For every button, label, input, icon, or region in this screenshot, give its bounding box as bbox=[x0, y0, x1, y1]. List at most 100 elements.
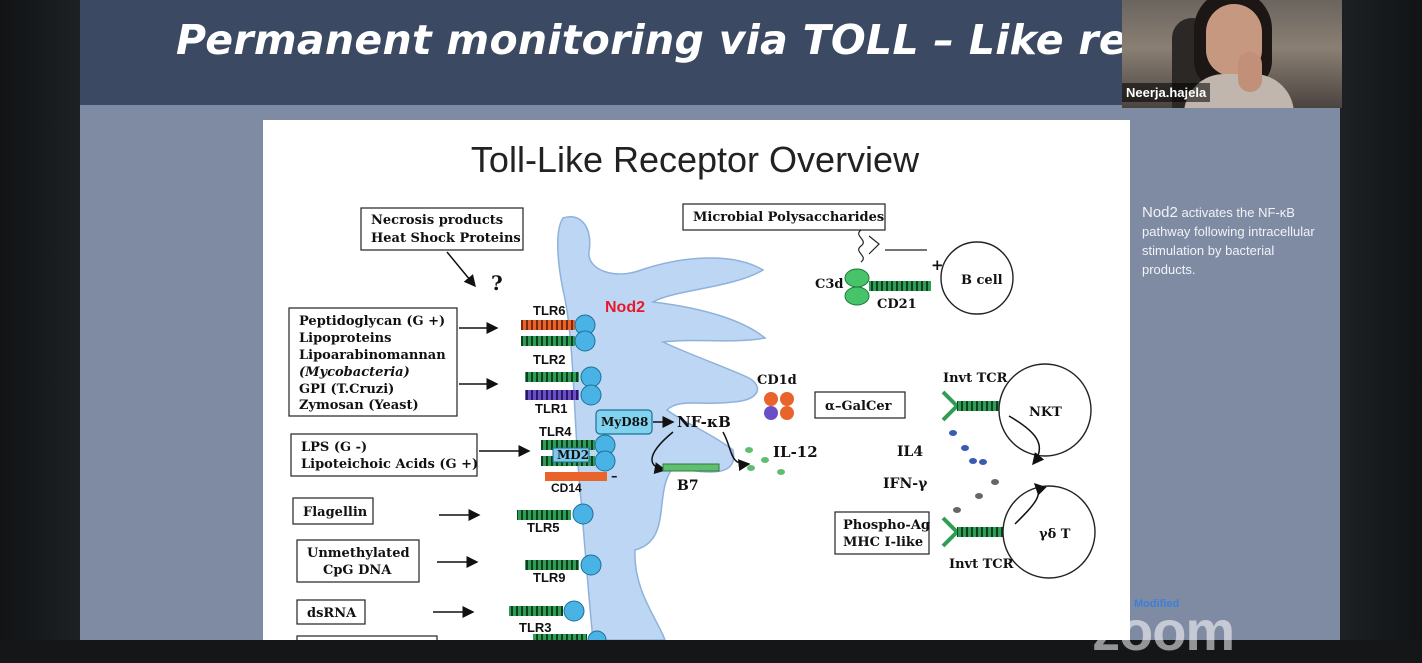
tlr3-label: TLR3 bbox=[519, 620, 552, 635]
il12-dot bbox=[761, 457, 769, 463]
cd1d-label: CD1d bbox=[757, 373, 797, 388]
tlr6-label: TLR6 bbox=[533, 303, 566, 318]
ligand-dsrna: dsRNA bbox=[307, 606, 357, 621]
tlr2b-bar bbox=[525, 372, 579, 382]
tlr-overview-figure: Toll-Like Receptor Overview Necrosis pro… bbox=[263, 120, 1130, 640]
pathogen-ligand-box bbox=[288, 307, 458, 417]
tlr9-bar bbox=[525, 560, 579, 570]
zoom-watermark-sub: Modified bbox=[1134, 598, 1180, 610]
side-note-lead: Nod2 bbox=[1142, 204, 1178, 221]
tlr5-label: TLR5 bbox=[527, 520, 560, 535]
c3d-blob bbox=[844, 286, 870, 306]
tlr9-ball bbox=[580, 554, 602, 576]
tlr-diagram: Toll-Like Receptor Overview Necrosis pro… bbox=[288, 139, 1096, 640]
necrosis-line-2: Heat Shock Proteins bbox=[371, 231, 521, 246]
mhc-label: MHC I-like bbox=[843, 535, 923, 550]
tlr-partial-ball bbox=[587, 630, 607, 640]
tlr2-bar bbox=[521, 336, 575, 346]
il4-dot bbox=[961, 445, 969, 451]
nkt-cell bbox=[998, 363, 1092, 457]
ligand-zymosan: Zymosan (Yeast) bbox=[299, 398, 419, 413]
gdt-tcr-y bbox=[941, 516, 960, 548]
nkt-label: NKT bbox=[1029, 405, 1062, 420]
figure-title: Toll-Like Receptor Overview bbox=[471, 139, 920, 180]
md2-box bbox=[552, 447, 590, 463]
cd1d-dot bbox=[780, 392, 794, 406]
ligand-peptidoglycan: Peptidoglycan (G +) bbox=[299, 314, 445, 329]
il12-label: IL-12 bbox=[773, 443, 818, 461]
right-letterbox bbox=[1340, 0, 1422, 640]
lps-box bbox=[290, 433, 478, 477]
bcell-label: B cell bbox=[961, 273, 1003, 288]
cpg-box bbox=[296, 539, 420, 583]
gdt-tcr-bar bbox=[957, 527, 1003, 537]
ligand-unmethylated: Unmethylated bbox=[307, 546, 410, 561]
question-mark: ? bbox=[491, 271, 503, 295]
microbial-label: Microbial Polysaccharides bbox=[693, 210, 884, 225]
b7-bar bbox=[662, 463, 720, 472]
nod2-label: Nod2 bbox=[605, 299, 645, 316]
ligand-cpg-dna: CpG DNA bbox=[323, 563, 392, 578]
inv-tcr-bottom-label: Invt TCR bbox=[949, 557, 1014, 572]
myd88-label: MyD88 bbox=[601, 415, 648, 429]
tlr4-bar-1 bbox=[541, 440, 595, 450]
partial-box bbox=[296, 635, 438, 640]
galcer-box bbox=[814, 391, 906, 419]
participant-hand bbox=[1238, 52, 1262, 92]
ifn-label: IFN-γ bbox=[883, 476, 928, 492]
ligand-mycobacteria: (Mycobacteria) bbox=[299, 365, 410, 380]
nfkb-label: NF-κB bbox=[677, 413, 731, 431]
phospho-box bbox=[834, 511, 930, 555]
nkt-tcr-y bbox=[941, 390, 960, 422]
tlr1-ball bbox=[580, 384, 602, 406]
ligand-lipoarabinomannan: Lipoarabinomannan bbox=[299, 348, 446, 363]
participant-name-label: Neerja.hajela bbox=[1122, 83, 1211, 102]
gdt-arrow bbox=[1014, 482, 1047, 525]
side-note-text: activates the NF-κB pathway following in… bbox=[1142, 205, 1315, 277]
tlr5-ball bbox=[572, 503, 594, 525]
cd1d-dot bbox=[764, 392, 778, 406]
tlr5-bar bbox=[517, 510, 571, 520]
ligand-lipoteichoic: Lipoteichoic Acids (G +) bbox=[301, 457, 478, 472]
necrosis-line-1: Necrosis products bbox=[371, 213, 503, 228]
tlr2-ball bbox=[574, 330, 596, 352]
il12-dot bbox=[745, 447, 753, 453]
slide-side-note: Nod2 activates the NF-κB pathway followi… bbox=[1142, 203, 1322, 279]
tlr-partial-bar bbox=[533, 634, 587, 640]
il12-dot bbox=[747, 465, 755, 471]
ligand-flagellin: Flagellin bbox=[303, 505, 368, 520]
necrosis-arrow bbox=[446, 251, 476, 288]
il4-label: IL4 bbox=[897, 444, 923, 460]
tlr1-bar bbox=[525, 390, 579, 400]
ligand-lps: LPS (G -) bbox=[301, 440, 367, 455]
ligand-lipoproteins: Lipoproteins bbox=[299, 331, 391, 346]
ifn-dot bbox=[991, 479, 999, 485]
tlr2-label: TLR2 bbox=[533, 352, 566, 367]
gdt-cell bbox=[1002, 485, 1096, 579]
polysaccharide-chevron bbox=[868, 235, 880, 255]
ligand-gpi: GPI (T.Cruzi) bbox=[299, 382, 394, 397]
cd21-bar bbox=[869, 281, 931, 291]
participant-video-tile[interactable]: Neerja.hajela bbox=[1122, 0, 1342, 108]
cd14-label: CD14 bbox=[551, 481, 582, 495]
bcell-plus: + bbox=[931, 256, 944, 274]
ifn-dot bbox=[953, 507, 961, 513]
il4-dot bbox=[969, 458, 977, 464]
tlr9-label: TLR9 bbox=[533, 570, 566, 585]
tlr3-ball bbox=[563, 600, 585, 622]
tlr4-label: TLR4 bbox=[539, 424, 572, 439]
tlr6-bar bbox=[521, 320, 575, 330]
nfkb-to-b7-arrow bbox=[651, 431, 674, 475]
polysaccharide-squiggle bbox=[858, 229, 864, 263]
nkt-tcr-bar bbox=[957, 401, 1003, 411]
left-letterbox bbox=[0, 0, 80, 640]
il4-dot bbox=[949, 430, 957, 436]
tlr1-label: TLR1 bbox=[535, 401, 568, 416]
b7-label: B7 bbox=[677, 478, 699, 494]
nkt-arrow bbox=[1008, 415, 1045, 466]
inv-tcr-top-label: Invt TCR bbox=[943, 371, 1008, 386]
slide-title: Permanent monitoring via TOLL – Like rec… bbox=[176, 16, 1210, 64]
il12-dot bbox=[777, 469, 785, 475]
galcer-label: α–GalCer bbox=[825, 399, 892, 414]
necrosis-box bbox=[360, 207, 524, 251]
